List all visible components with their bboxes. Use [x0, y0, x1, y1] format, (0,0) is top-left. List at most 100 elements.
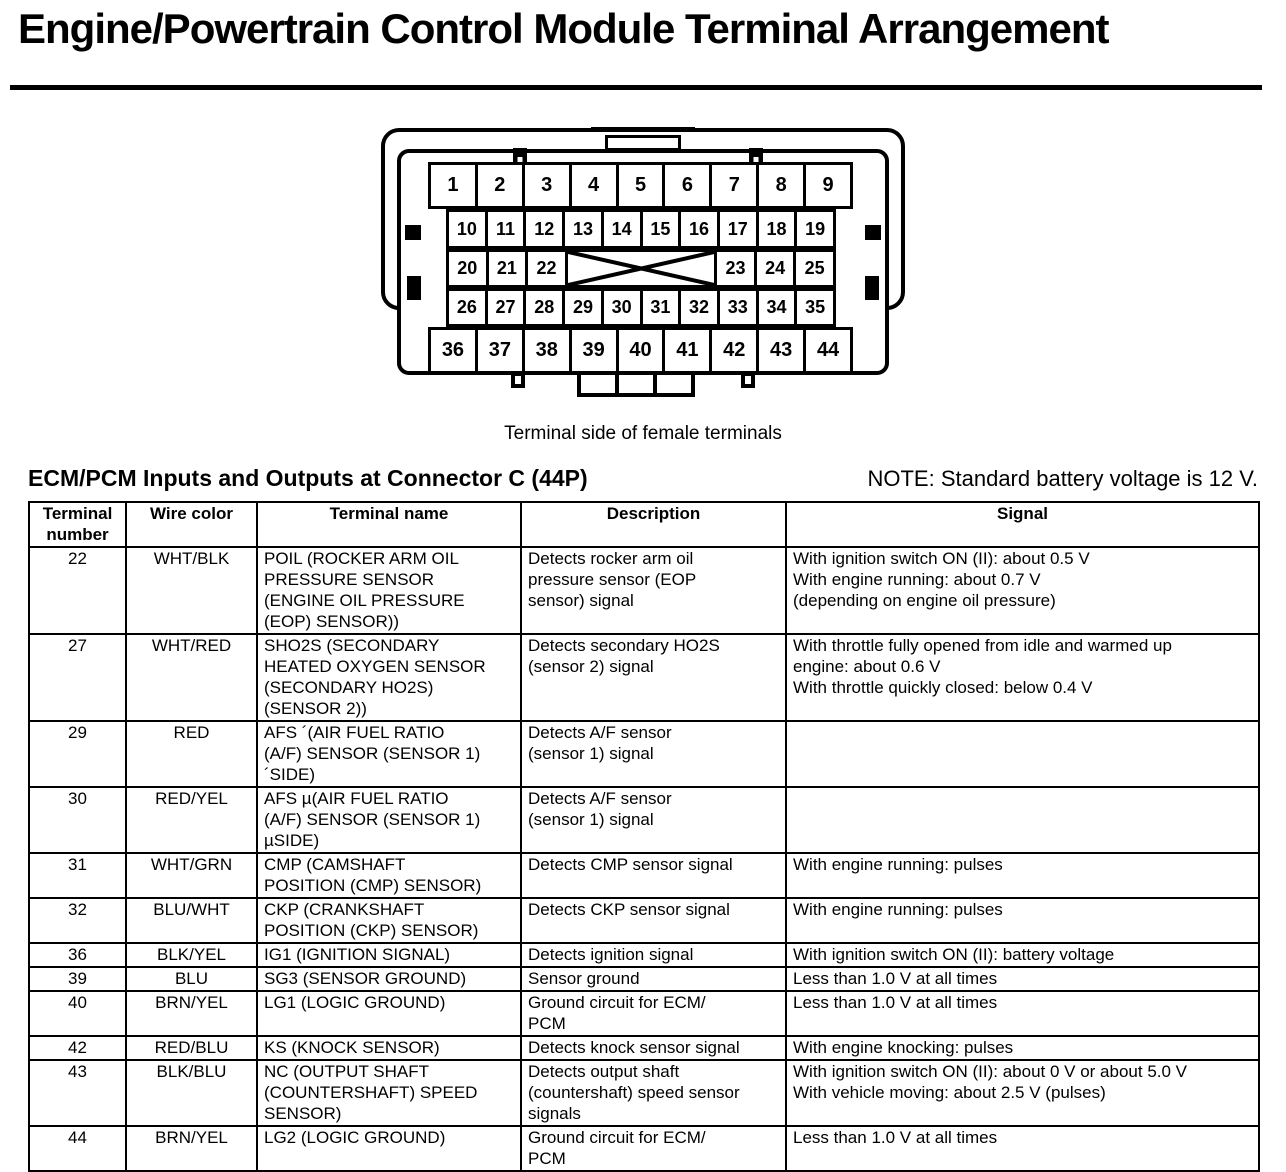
cell-name-22: POIL (ROCKER ARM OIL PRESSURE SENSOR (EN…	[256, 546, 522, 636]
section-row: ECM/PCM Inputs and Outputs at Connector …	[28, 465, 1258, 492]
cell-desc-29: Detects A/F sensor (sensor 1) signal	[520, 720, 787, 789]
cell-num-42: 42	[28, 1035, 127, 1062]
cell-num-40: 40	[28, 990, 127, 1038]
connector-top-key-right	[749, 148, 763, 163]
cell-desc-42: Detects knock sensor signal	[520, 1035, 787, 1062]
cell-num-29: 29	[28, 720, 127, 789]
cell-wire-31: WHT/GRN	[125, 852, 258, 900]
cell-wire-29: RED	[125, 720, 258, 789]
cell-num-32: 32	[28, 897, 127, 945]
connector-bottom-latch	[577, 371, 695, 398]
connector-bottom-key-right	[741, 372, 755, 389]
terminal-cavity-32: 32	[678, 288, 720, 328]
cell-num-22: 22	[28, 546, 127, 636]
cell-wire-32: BLU/WHT	[125, 897, 258, 945]
connector-side-tab-right-upper	[865, 225, 881, 241]
terminal-cavity-29: 29	[562, 288, 604, 328]
cell-signal-36: With ignition switch ON (II): battery vo…	[785, 942, 1260, 969]
terminal-cavity-3: 3	[521, 162, 572, 210]
cell-wire-40: BRN/YEL	[125, 990, 258, 1038]
terminal-cavity-39: 39	[568, 327, 619, 375]
blocked-cavities-x	[564, 249, 718, 289]
terminal-cavity-31: 31	[639, 288, 682, 328]
connector-caption: Terminal side of female terminals	[504, 423, 782, 445]
terminal-cavity-7: 7	[709, 162, 760, 210]
cell-name-36: IG1 (IGNITION SIGNAL)	[256, 942, 522, 969]
cell-wire-30: RED/YEL	[125, 786, 258, 855]
terminal-cavity-28: 28	[523, 288, 566, 328]
cell-name-31: CMP (CAMSHAFT POSITION (CMP) SENSOR)	[256, 852, 522, 900]
terminal-cavity-18: 18	[755, 209, 798, 250]
cell-desc-40: Ground circuit for ECM/ PCM	[520, 990, 787, 1038]
terminal-cavity-1: 1	[428, 162, 478, 210]
terminal-cavity-16: 16	[678, 209, 720, 250]
section-heading: ECM/PCM Inputs and Outputs at Connector …	[28, 465, 588, 492]
terminal-cavity-40: 40	[615, 327, 666, 375]
terminal-cavity-6: 6	[662, 162, 713, 210]
column-header: Description	[520, 501, 787, 549]
terminal-cavity-44: 44	[803, 327, 854, 375]
cell-desc-22: Detects rocker arm oil pressure sensor (…	[520, 546, 787, 636]
battery-voltage-note: NOTE: Standard battery voltage is 12 V.	[867, 466, 1258, 492]
terminal-cavity-21: 21	[485, 249, 529, 289]
cell-wire-39: BLU	[125, 966, 258, 993]
terminal-cavity-26: 26	[446, 288, 488, 328]
cell-signal-42: With engine knocking: pulses	[785, 1035, 1260, 1062]
cell-desc-43: Detects output shaft (countershaft) spee…	[520, 1059, 787, 1128]
column-header: Terminal number	[28, 501, 127, 549]
cell-wire-43: BLK/BLU	[125, 1059, 258, 1128]
terminal-cavity-5: 5	[615, 162, 666, 210]
connector-top-key-left	[513, 148, 527, 163]
connector-side-tab-left-lower	[407, 276, 421, 301]
cell-num-31: 31	[28, 852, 127, 900]
cell-signal-39: Less than 1.0 V at all times	[785, 966, 1260, 993]
terminal-cavity-2: 2	[474, 162, 525, 210]
terminal-cavity-22: 22	[525, 249, 568, 289]
terminal-cavity-25: 25	[793, 249, 836, 289]
cell-name-29: AFS ´(AIR FUEL RATIO (A/F) SENSOR (SENSO…	[256, 720, 522, 789]
terminal-cavity-14: 14	[600, 209, 643, 250]
column-header: Terminal name	[256, 501, 522, 549]
cell-desc-32: Detects CKP sensor signal	[520, 897, 787, 945]
terminal-cavity-35: 35	[794, 288, 837, 328]
terminal-cavity-17: 17	[716, 209, 759, 250]
cell-desc-36: Detects ignition signal	[520, 942, 787, 969]
terminal-cavity-8: 8	[756, 162, 807, 210]
terminal-cavity-15: 15	[639, 209, 682, 250]
terminal-cavity-9: 9	[803, 162, 854, 210]
cell-name-27: SHO2S (SECONDARY HEATED OXYGEN SENSOR (S…	[256, 633, 522, 723]
cell-wire-44: BRN/YEL	[125, 1125, 258, 1172]
terminal-cavity-38: 38	[521, 327, 572, 375]
connector-bottom-key-left	[511, 372, 525, 389]
cell-wire-42: RED/BLU	[125, 1035, 258, 1062]
cell-signal-44: Less than 1.0 V at all times	[785, 1125, 1260, 1172]
terminal-cavity-12: 12	[523, 209, 566, 250]
cell-desc-39: Sensor ground	[520, 966, 787, 993]
cell-name-44: LG2 (LOGIC GROUND)	[256, 1125, 522, 1172]
terminal-cavity-33: 33	[716, 288, 759, 328]
terminal-cavity-30: 30	[600, 288, 643, 328]
terminal-cavity-20: 20	[446, 249, 489, 289]
column-header: Signal	[785, 501, 1260, 549]
cell-signal-29	[785, 720, 1260, 789]
terminal-cavity-24: 24	[753, 249, 797, 289]
cell-signal-32: With engine running: pulses	[785, 897, 1260, 945]
cell-desc-31: Detects CMP sensor signal	[520, 852, 787, 900]
cell-signal-30	[785, 786, 1260, 855]
cell-name-39: SG3 (SENSOR GROUND)	[256, 966, 522, 993]
column-header: Wire color	[125, 501, 258, 549]
